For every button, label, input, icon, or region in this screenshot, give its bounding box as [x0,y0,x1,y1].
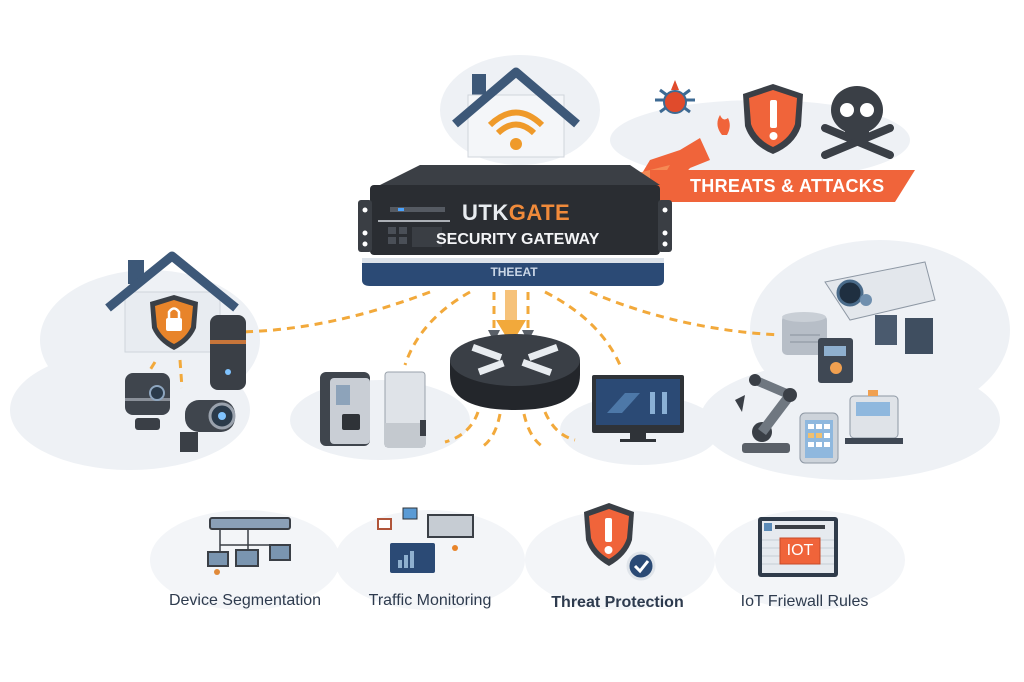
gateway-subtitle: SECURITY GATEWAY [436,231,600,248]
robotic-arm-icon [735,374,797,453]
link-hub-down-3 [522,413,546,450]
router-hub-icon [450,334,580,410]
threats-banner [650,170,915,202]
tablet-icon [799,412,839,464]
refrigerator-icon [384,371,426,448]
feature-label-threat-protection: Threat Protection [551,594,684,611]
gateway-brand: UTKGATE [462,200,570,226]
traffic-monitor-icon [377,507,474,573]
link-right-cluster [589,290,781,337]
link-fridge [403,290,471,366]
gateway-base-label: THEEAT [490,265,538,279]
link-left-cluster [239,290,431,334]
industrial-controller-icon [845,390,903,444]
link-hub-down-4 [543,411,576,442]
nas-server-icon [782,312,827,355]
bullet-camera-icon [180,400,236,452]
arrow-orange-main [496,320,526,345]
dome-camera-icon [125,373,170,430]
network-segmentation-icon [207,517,291,575]
link-speaker [178,359,184,389]
gateway-base [362,262,664,286]
iot-firewall-icon [758,517,838,577]
smart-tv-icon [592,375,684,442]
security-camera-icon [824,261,936,354]
smart-thermostat-icon [320,372,370,446]
threats-banner-label: THREATS & ATTACKS [690,176,885,196]
shield-check-icon [584,503,656,581]
bug-icon [655,80,695,114]
link-hub-down-2 [479,413,502,450]
gateway-brand-gate: GATE [508,200,571,225]
warning-shield-icon [743,84,803,154]
iot-badge: IOT [786,542,814,559]
link-tv [544,290,622,366]
link-camera [148,361,157,371]
feature-label-device-segmentation: Device Segmentation [168,592,322,609]
control-panel-icon [818,338,853,383]
fire-icon [717,115,730,135]
secure-home-icon [105,251,239,353]
link-hub-down-1 [444,411,480,444]
skull-crossbones-icon [821,86,894,159]
smart-speaker-icon [210,315,246,390]
feature-label-iot-firewall-rules: IoT Friewall Rules [740,593,869,610]
gateway-brand-utk: UTK [462,200,509,225]
feature-label-traffic-monitoring: Traffic Monitoring [368,592,492,609]
